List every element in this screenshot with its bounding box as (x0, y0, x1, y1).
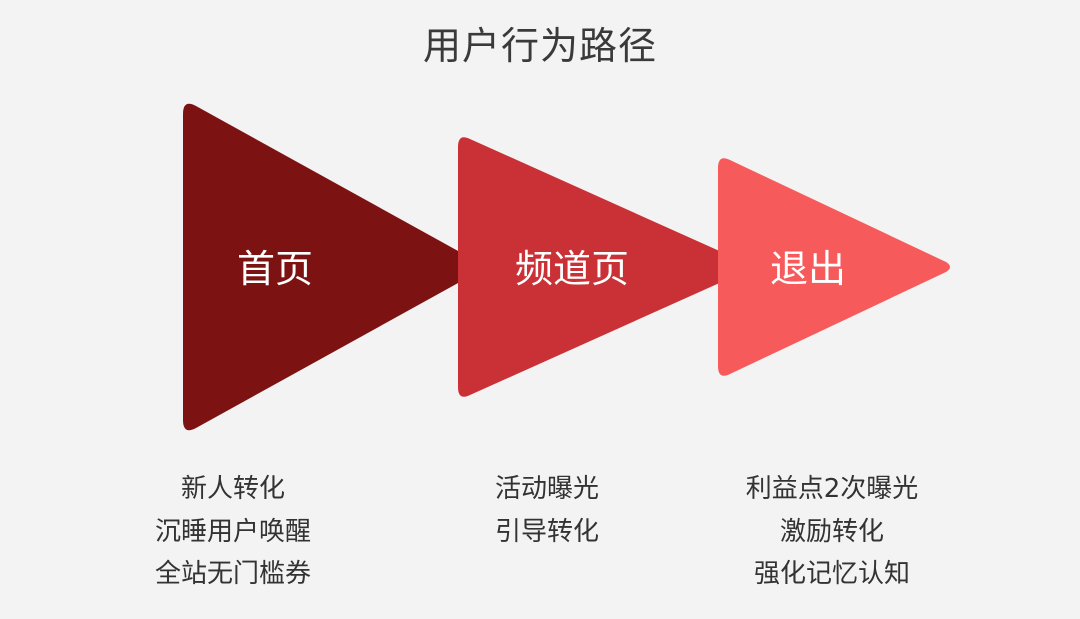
stage-3-note-2: 激励转化 (779, 516, 884, 547)
stage-2-note-2: 引导转化 (494, 516, 599, 547)
stage-1-note-1: 新人转化 (180, 474, 285, 504)
stage-1-triangle (183, 103, 482, 431)
stage-1-note-2: 沉睡用户唤醒 (154, 516, 311, 547)
stage-1-notes: 新人转化 沉睡用户唤醒 全站无门槛券 (103, 468, 363, 596)
stage-3-note-1: 利益点2次曝光 (745, 474, 919, 504)
stage-2-label: 频道页 (515, 247, 629, 291)
stage-2-triangle (458, 137, 748, 397)
diagram-title: 用户行为路径 (422, 24, 657, 68)
stage-1-label: 首页 (237, 247, 313, 291)
stage-2-notes: 活动曝光 引导转化 (417, 468, 677, 553)
stage-3-note-3: 强化记忆认知 (753, 559, 910, 589)
stage-3-triangle (718, 158, 950, 376)
stage-3-notes: 利益点2次曝光 激励转化 强化记忆认知 (702, 468, 962, 596)
stage-1-note-3: 全站无门槛券 (154, 559, 311, 589)
stage-2-note-1: 活动曝光 (494, 474, 599, 504)
stage-3-label: 退出 (770, 247, 846, 291)
